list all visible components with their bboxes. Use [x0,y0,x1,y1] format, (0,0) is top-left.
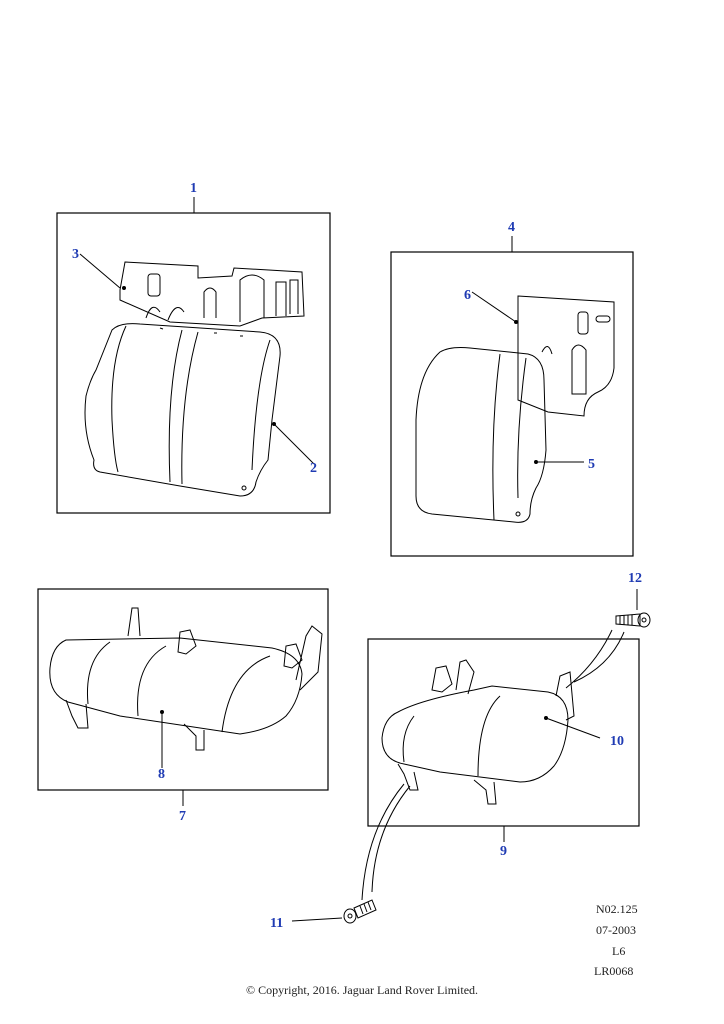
callout-1: 1 [190,181,197,196]
group-1-backrest-assembly [56,197,331,514]
part-8-seat-cushion [49,607,323,751]
diagram-date: 07-2003 [596,923,636,937]
group-9-seat-cushion-assembly [367,638,640,842]
callout-6: 6 [464,288,471,303]
part-2-backrest-cushion [84,323,281,497]
part-6-backrest-frame [514,295,615,417]
part-10-seat-cushion [381,659,575,805]
callout-7: 7 [179,809,186,824]
callout-9: 9 [500,844,507,859]
part-11-bolt [343,899,377,924]
group-7-seat-cushion-assembly [37,588,329,806]
callout-8: 8 [158,767,165,782]
callout-10: 10 [610,734,624,749]
part-3-backrest-frame [119,261,305,327]
callout-4: 4 [508,220,515,235]
callout-5: 5 [588,457,595,472]
part-5-backrest-cushion [415,347,547,523]
callout-11: 11 [270,916,284,931]
diagram-variant: L6 [612,944,626,958]
callout-12: 12 [628,571,642,586]
diagram-reference: N02.125 [596,902,638,916]
copyright-notice: © Copyright, 2016. Jaguar Land Rover Lim… [245,983,479,997]
part-12-bolt [615,612,651,628]
callout-2: 2 [310,461,317,476]
group-4-backrest-assembly [390,236,634,557]
callout-3: 3 [72,247,79,262]
diagram-code: LR0068 [594,964,634,978]
